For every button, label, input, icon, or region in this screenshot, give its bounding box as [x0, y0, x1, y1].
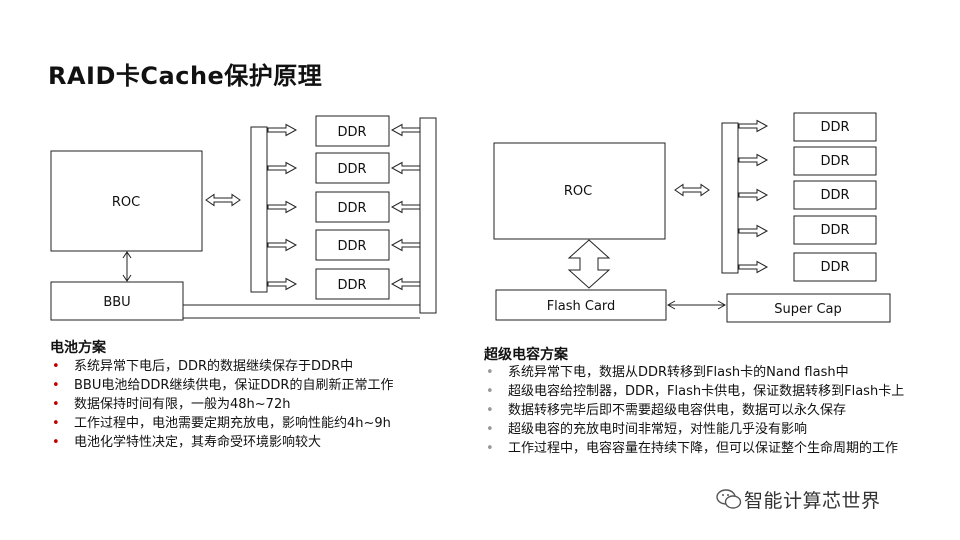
- list-item: 工作过程中，电容容量在持续下降，但可以保证整个生命周期的工作: [484, 439, 934, 458]
- right-roc-bus-arrow: [674, 184, 710, 196]
- right-roc-box: [493, 142, 666, 240]
- left-ddr-box: [315, 115, 390, 147]
- right-roc-flash-arrow: [567, 239, 611, 289]
- wechat-icon: [716, 489, 742, 509]
- left-ddr-label: DDR: [337, 125, 366, 140]
- list-item: BBU电池给DDR继续供电，保证DDR的自刷新正常工作: [50, 376, 480, 395]
- battery-scheme-heading: 电池方案: [50, 340, 106, 356]
- super-cap-label: Super Cap: [774, 302, 842, 317]
- battery-scheme-list: 系统异常下电后，DDR的数据继续保存于DDR中 BBU电池给DDR继续供电，保证…: [50, 357, 480, 452]
- left-roc-label: ROC: [112, 195, 140, 210]
- right-ddr-label: DDR: [820, 223, 849, 238]
- supercap-scheme-list: 系统异常下电，数据从DDR转移到Flash卡的Nand flash中 超级电容给…: [484, 363, 934, 458]
- left-roc-bus-arrow: [205, 194, 241, 206]
- left-power-arrows: [391, 124, 421, 290]
- right-ddr-box: [793, 252, 877, 282]
- left-diagram: ROC BBU DDR DDR DDR DDR DDR: [50, 115, 437, 321]
- right-ddr-label: DDR: [820, 120, 849, 135]
- flash-card-box: [495, 289, 667, 321]
- list-item: 电池化学特性决定，其寿命受环境影响较大: [50, 433, 480, 452]
- left-ddr-label: DDR: [337, 162, 366, 177]
- flash-card-label: Flash Card: [547, 299, 616, 314]
- right-ddr-box: [793, 215, 877, 245]
- left-ddr-box: [315, 152, 390, 184]
- left-ddr-box: [315, 229, 390, 261]
- right-ddr-label: DDR: [820, 260, 849, 275]
- right-ddr-box: [793, 146, 877, 176]
- right-ddr-box: [793, 112, 877, 142]
- left-power-rail: [419, 117, 437, 314]
- list-item: 工作过程中，电池需要定期充放电，影响性能约4h~9h: [50, 414, 480, 433]
- left-bus-bar: [250, 126, 268, 293]
- list-item: 系统异常下电，数据从DDR转移到Flash卡的Nand flash中: [484, 363, 934, 382]
- super-cap-box: [726, 293, 891, 323]
- list-item: 数据保持时间有限，一般为48h~72h: [50, 395, 480, 414]
- right-diagram: ROC DDR DDR DDR DDR DDR Flash Card Sup: [493, 112, 891, 323]
- list-item: 超级电容给控制器，DDR，Flash卡供电，保证数据转移到Flash卡上: [484, 382, 934, 401]
- left-roc-bbu-arrow: [122, 251, 132, 282]
- left-ddr-label: DDR: [337, 201, 366, 216]
- right-bus-bar: [721, 122, 739, 274]
- left-ddr-label: DDR: [337, 239, 366, 254]
- left-ddr-box: [315, 268, 390, 300]
- right-roc-label: ROC: [564, 184, 592, 199]
- right-ddr-label: DDR: [820, 188, 849, 203]
- list-item: 超级电容的充放电时间非常短，对性能几乎没有影响: [484, 420, 934, 439]
- left-bbu-label: BBU: [103, 295, 130, 310]
- right-ddr-box: [793, 180, 877, 210]
- left-ddr-box: [315, 191, 390, 223]
- supercap-scheme-heading: 超级电容方案: [484, 347, 568, 363]
- flash-supercap-arrow: [666, 300, 727, 310]
- right-ddr-label: DDR: [820, 154, 849, 169]
- list-item: 数据转移完毕后即不需要超级电容供电，数据可以永久保存: [484, 401, 934, 420]
- left-roc-box: [50, 150, 203, 252]
- left-bbu-box: [50, 281, 184, 321]
- left-ddr-label: DDR: [337, 278, 366, 293]
- list-item: 系统异常下电后，DDR的数据继续保存于DDR中: [50, 357, 480, 376]
- watermark-text: 智能计算芯世界: [744, 490, 881, 512]
- page-title: RAID卡Cache保护原理: [48, 62, 323, 90]
